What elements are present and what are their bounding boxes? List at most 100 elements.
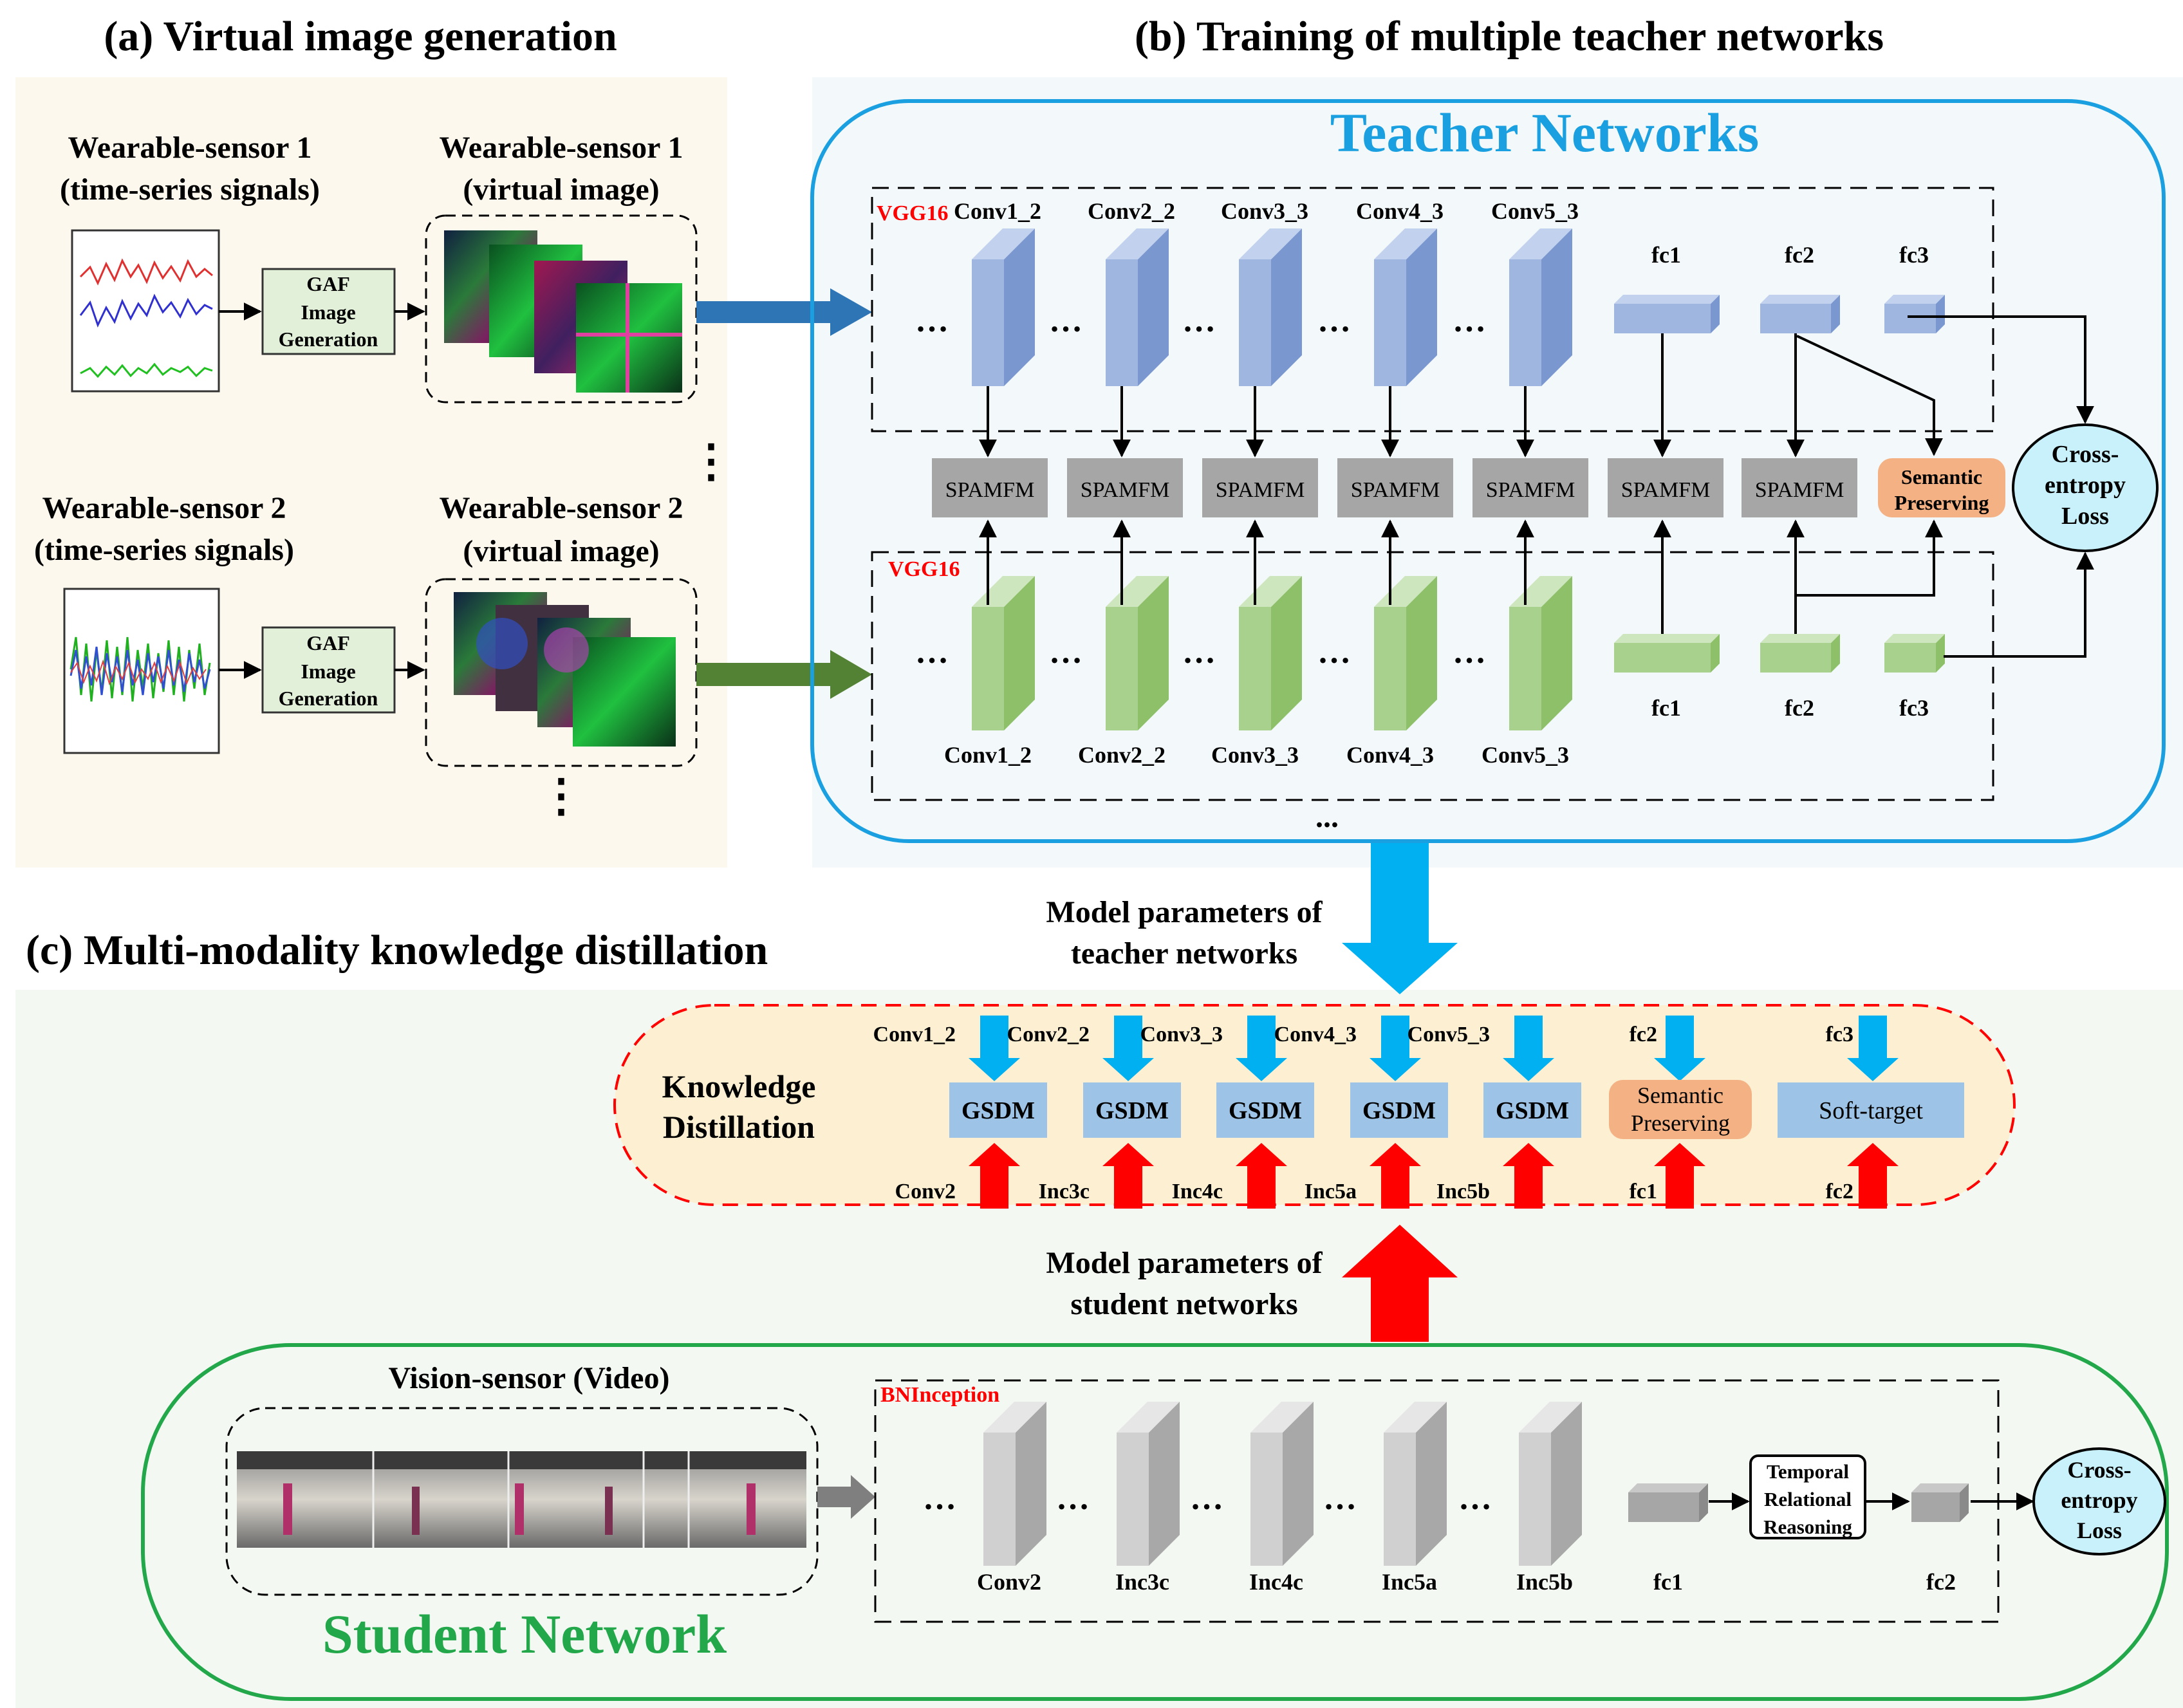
teacher-top-conv-4 [1374,228,1437,386]
ellipsis-vertical-sensors: ⋮ [689,437,734,487]
gsdm-label-5: GSDM [1496,1097,1569,1124]
student-fc-label-2: fc2 [1926,1569,1956,1595]
student-layer-3-front [1250,1433,1283,1566]
arrow-images1-to-teacher [696,288,872,336]
distill-semantic-box [1609,1080,1752,1139]
student-fc-label-1: fc1 [1653,1569,1683,1595]
teacher-top-layers: Conv1_2…Conv2_2…Conv3_3…Conv4_3…Conv5_3…… [915,198,1945,458]
teacher-bot-conv-label-3: Conv3_3 [1211,742,1299,768]
student-layer-4-front [1384,1433,1416,1566]
student-layer-4-side [1416,1402,1447,1566]
spamfm-box-2 [1067,458,1183,517]
distillation-container [613,1004,2016,1206]
teacher-bottom-net-label: VGG16 [888,557,960,581]
student-layer-label-2: Inc3c [1115,1569,1169,1595]
sensor1-title-line1: Wearable-sensor 1 [68,131,311,165]
student-layer-label-3: Inc4c [1249,1569,1303,1595]
teacher-top-fc-3-front [1884,304,1936,333]
spamfm-label-2: SPAMFM [1081,478,1170,502]
teacher-bot-conv-5-side [1541,576,1572,730]
gsdm-box-2 [1083,1082,1181,1138]
teacher-ellipsis: ... [1315,800,1339,834]
virtual-image-stack-1 [425,214,698,404]
sensor1-title-line2: (time-series signals) [60,172,320,207]
teacher-bot-conv-3-front [1239,607,1271,730]
student-title: Student Network [322,1603,727,1665]
teacher-params-line1: Model parameters of [1046,895,1323,929]
student-layer-label-1: Conv2 [977,1569,1041,1595]
teacher-bot-conv-4-front [1374,607,1406,730]
teacher-loss-line2: entropy [2045,472,2126,499]
teacher-loss-line3: Loss [2061,503,2109,530]
distill-student-input-4: Inc5a [1305,1180,1357,1203]
student-layer-label-4: Inc5a [1382,1569,1437,1595]
teacher-bot-conv-1-side [1004,576,1035,730]
gsdm-label-3: GSDM [1229,1097,1302,1124]
teacher-bot-fc-label-3: fc3 [1899,695,1929,721]
student-ellipsis-4: … [1323,1480,1357,1517]
teacher-params-line2: teacher networks [1071,936,1297,970]
teacher-top-fc-3-top [1884,295,1945,304]
teacher-bot-conv-1 [972,576,1035,730]
student-fc-1-front [1628,1492,1699,1522]
teacher-bot-ellipsis-3: … [1182,634,1216,671]
teacher-top-fc-label-3: fc3 [1899,242,1929,268]
teacher-loss-line1: Cross- [2052,441,2119,468]
student-fc-2-front [1911,1492,1960,1522]
student-layer-1 [983,1402,1046,1566]
gsdm-box-3 [1216,1082,1314,1138]
teacher-top-conv-1-side [1004,228,1035,386]
teacher-top-ellipsis-2: … [1049,302,1082,339]
teacher-bot-fc-1-front [1614,643,1711,673]
distill-student-input-1: Conv2 [895,1180,956,1203]
teacher-semantic-line2: Preserving [1895,491,1989,514]
student-ellipsis-1: … [923,1480,956,1517]
teacher-top-fc-label-2: fc2 [1785,242,1814,268]
arrow-student-params-stem [1371,1277,1429,1342]
teacher-top-conv-5-front [1509,259,1541,386]
teacher-top-conv-3-top [1239,228,1302,259]
spamfm-label-5: SPAMFM [1486,478,1575,502]
spamfm-box-4 [1337,458,1453,517]
student-layer-5-top [1519,1402,1582,1433]
student-layer-3-top [1250,1402,1314,1433]
virtual-image-stack-2 [425,578,698,767]
distill-cyan-arrow-7 [1847,1016,1899,1081]
distill-cyan-arrow-6 [1654,1016,1705,1081]
section-b-title: (b) Training of multiple teacher network… [1135,13,1884,60]
student-fc-1 [1628,1483,1708,1522]
teacher-top-conv-4-front [1374,259,1406,386]
spamfm-box-1 [932,458,1048,517]
teacher-top-conv-5-top [1509,228,1572,259]
spamfm-label-4: SPAMFM [1351,478,1440,502]
teacher-bot-ellipsis-4: … [1317,634,1351,671]
teacher-bot-conv-2-front [1106,607,1138,730]
gaf-1-line2: Image [301,301,355,324]
distillation-modules: Conv1_2GSDMConv2Conv2_2GSDMInc3cConv3_3G… [873,1016,1964,1209]
teacher-vgg16-top-box [871,187,1994,432]
teacher-top-conv-label-5: Conv5_3 [1491,198,1579,224]
signal-plot-2 [63,588,220,754]
gaf-box-1: GAF Image Generation [261,268,396,355]
distill-teacher-input-5: Conv5_3 [1407,1023,1490,1046]
student-layer-1-top [983,1402,1046,1433]
distill-semantic-line1: Semantic [1637,1082,1723,1108]
conn-fc3top-loss [1908,315,2094,424]
student-fc-2 [1911,1483,1969,1522]
student-ellipsis-5: … [1458,1480,1492,1517]
distill-student-input-6: fc1 [1630,1180,1657,1203]
arrow-images2-to-teacher [696,650,872,699]
video-title: Vision-sensor (Video) [389,1361,670,1395]
teacher-top-ellipsis-4: … [1317,302,1351,339]
sensor1-image-title-line1: Wearable-sensor 1 [439,131,683,165]
teacher-top-fc-label-1: fc1 [1651,242,1681,268]
distill-teacher-input-3: Conv3_3 [1140,1023,1223,1046]
teacher-top-fc-1-front [1614,304,1711,333]
teacher-bot-ellipsis-2: … [1049,634,1082,671]
teacher-top-fc-1 [1614,295,1720,333]
teacher-bot-fc-2-front [1760,643,1831,673]
distill-red-arrow-7 [1847,1143,1899,1209]
student-layer-2-top [1117,1402,1180,1433]
